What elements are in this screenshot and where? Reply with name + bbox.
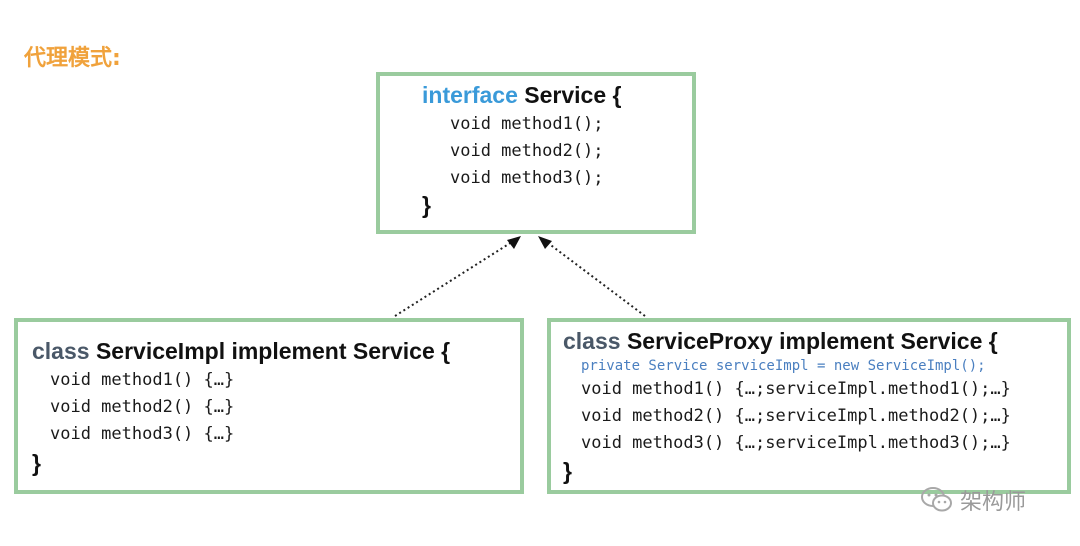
interface-method-1: void method1(); [450, 114, 604, 134]
watermark-text: 架构师 [960, 490, 1027, 515]
service-impl-box: class ServiceImpl implement Service { vo… [14, 318, 524, 494]
proxy-header: class ServiceProxy implement Service { [563, 328, 998, 355]
wechat-icon [921, 487, 952, 512]
impl-method-1: void method1() {…} [50, 370, 235, 390]
interface-close-brace: } [422, 192, 431, 218]
watermark: 架构师 [920, 484, 1026, 516]
interface-name: Service { [524, 82, 622, 108]
impl-header: class ServiceImpl implement Service { [32, 338, 450, 365]
proxy-arrowhead [538, 236, 552, 249]
interface-keyword: interface [422, 82, 518, 108]
impl-to-interface-arrow [394, 239, 516, 317]
service-proxy-box: class ServiceProxy implement Service { p… [547, 318, 1071, 494]
interface-header: interface Service { [422, 82, 621, 109]
interface-service-box: interface Service { void method1(); void… [376, 72, 696, 234]
proxy-field: private Service serviceImpl = new Servic… [581, 358, 986, 374]
diagram-title: 代理模式: [24, 46, 121, 71]
proxy-method-2: void method2() {…;serviceImpl.method2();… [581, 406, 1011, 426]
impl-close-brace: } [32, 450, 41, 476]
impl-name: ServiceImpl implement Service { [95, 338, 451, 364]
impl-arrowhead [507, 236, 521, 249]
impl-keyword: class [32, 338, 90, 364]
interface-method-3: void method3(); [450, 168, 604, 188]
proxy-to-interface-arrow [543, 239, 646, 317]
proxy-keyword: class [563, 328, 621, 354]
impl-method-3: void method3() {…} [50, 424, 235, 444]
impl-method-2: void method2() {…} [50, 397, 235, 417]
proxy-close-brace: } [563, 458, 572, 484]
proxy-name: ServiceProxy implement Service { [626, 328, 998, 354]
proxy-method-1: void method1() {…;serviceImpl.method1();… [581, 379, 1011, 399]
proxy-method-3: void method3() {…;serviceImpl.method3();… [581, 433, 1011, 453]
interface-method-2: void method2(); [450, 141, 604, 161]
